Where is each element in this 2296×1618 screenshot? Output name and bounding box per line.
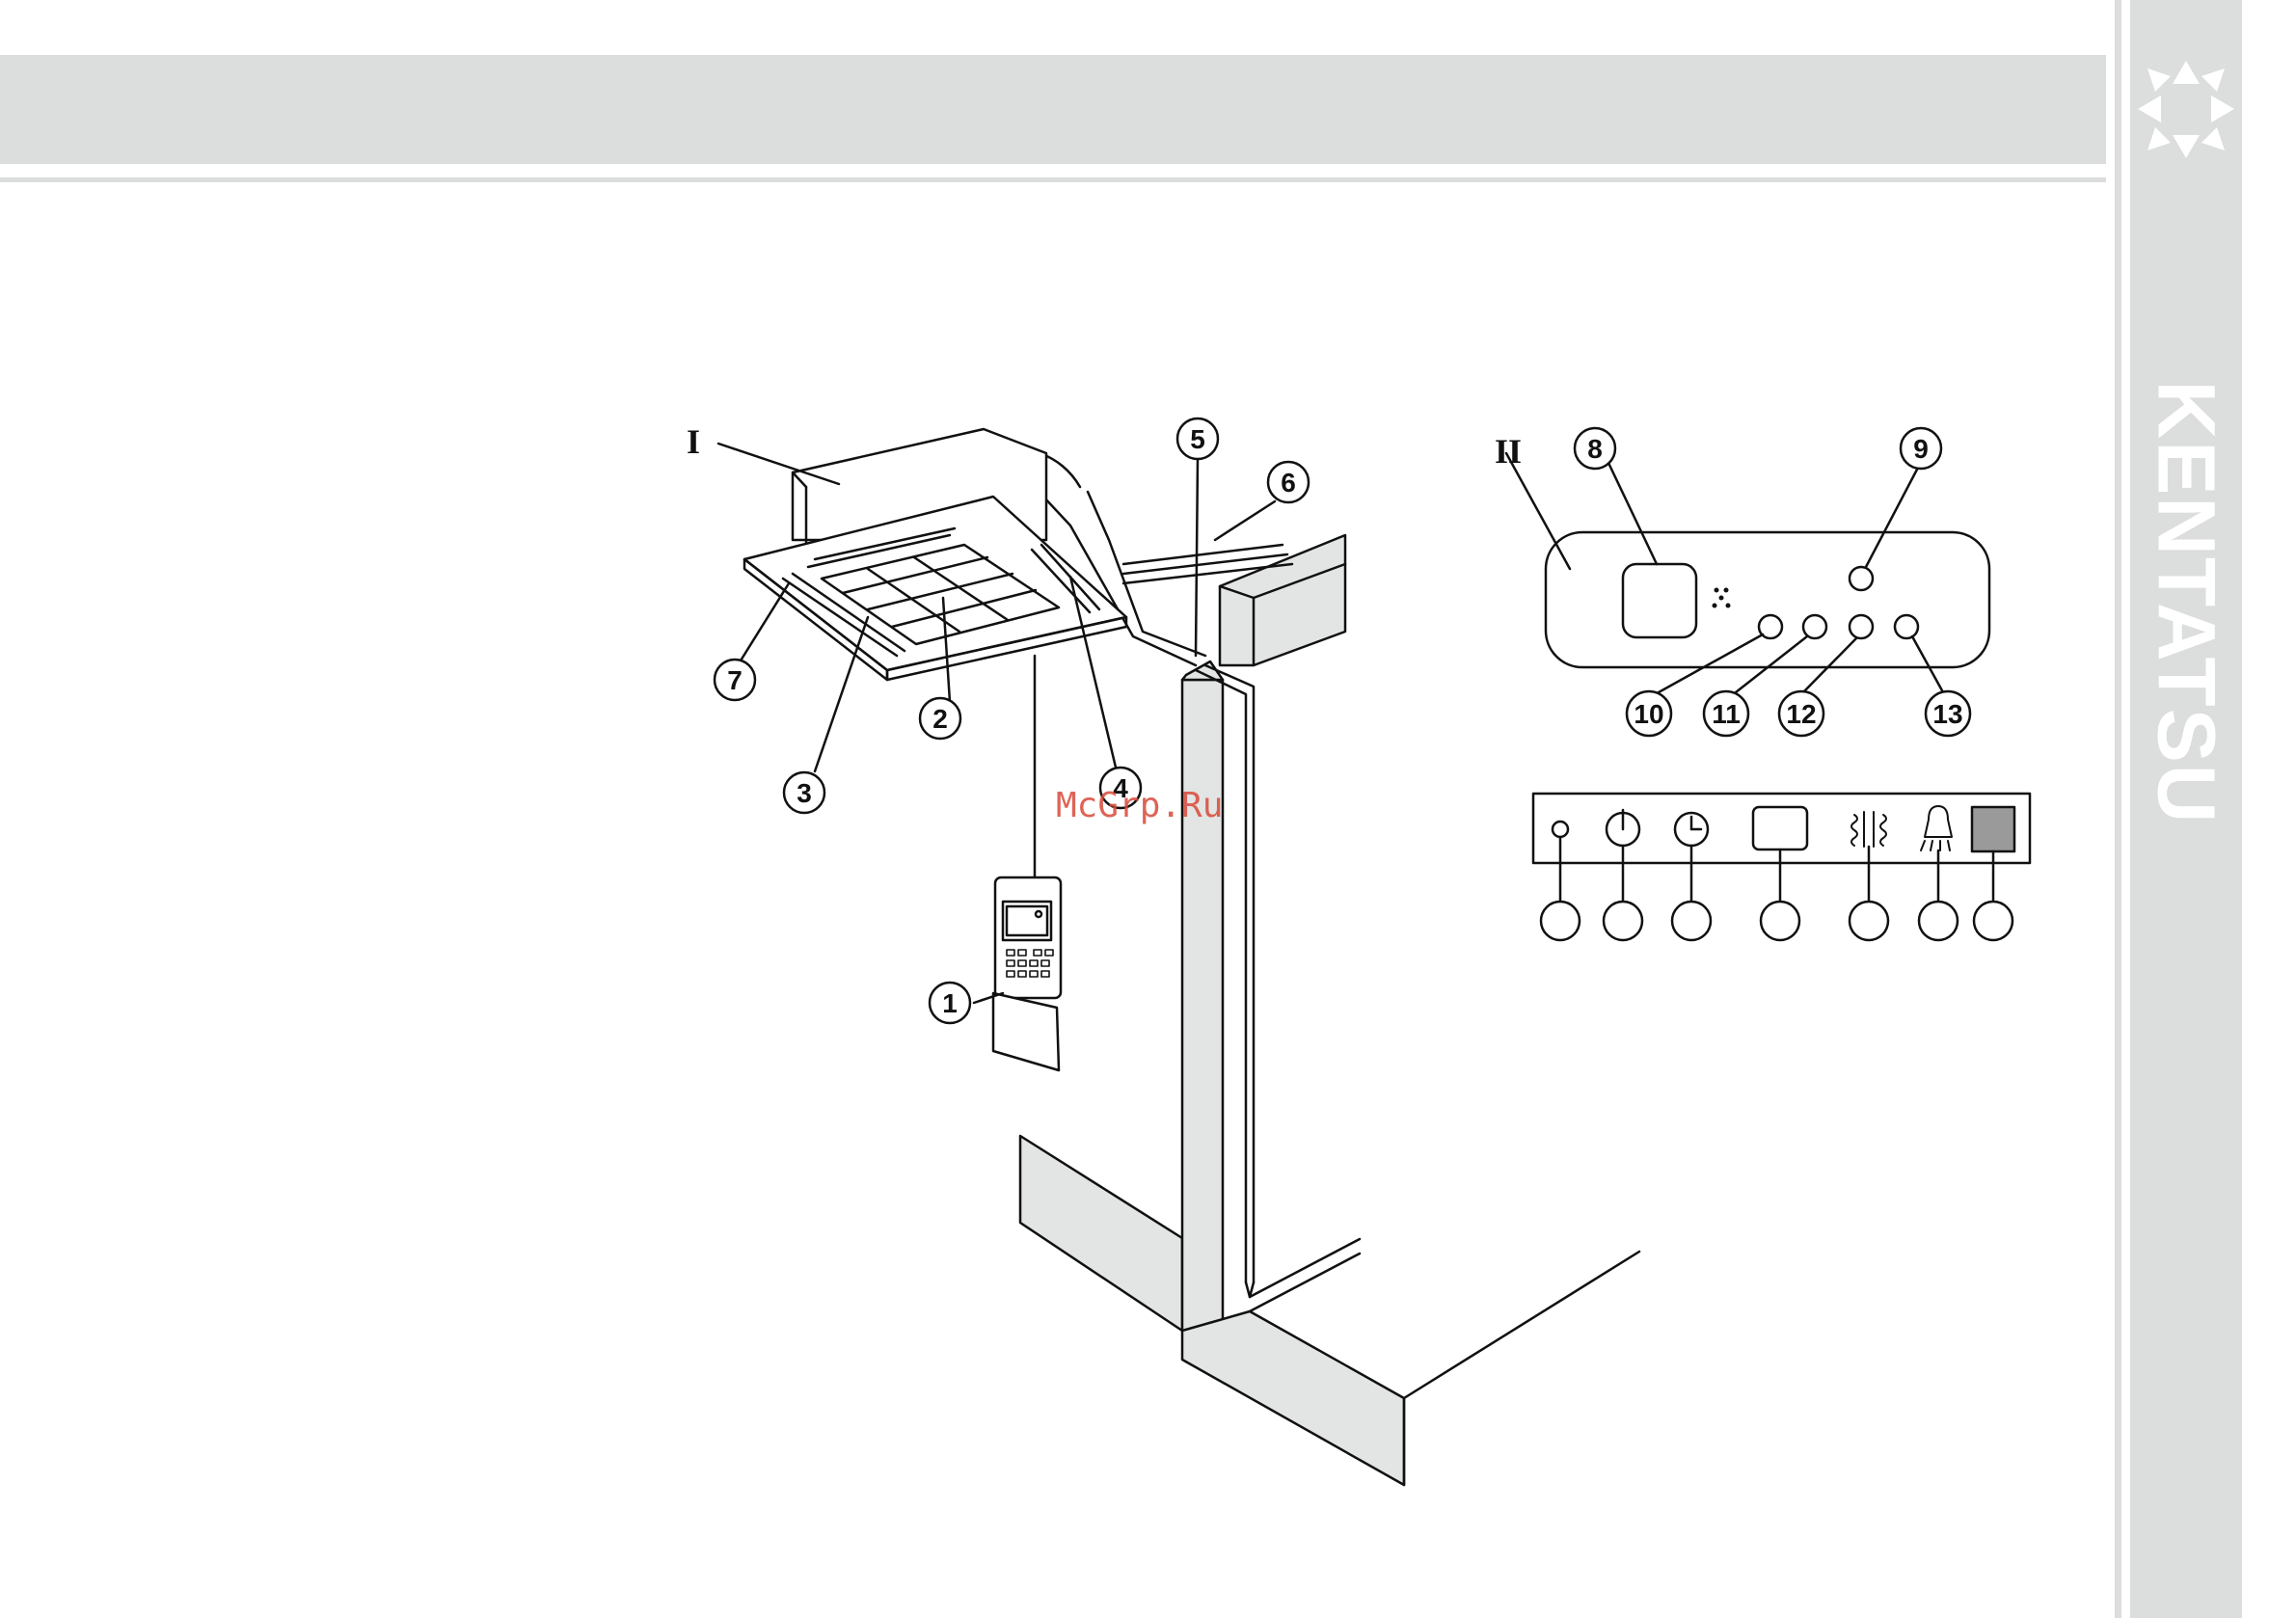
callout-12: 12 (1786, 699, 1816, 729)
strip-callout (1672, 902, 1711, 940)
wall-column (1182, 680, 1223, 1331)
remote-controller (993, 877, 1061, 1070)
callout-7: 7 (727, 665, 743, 695)
callout-9: 9 (1913, 434, 1929, 464)
wall-face-left (1020, 1136, 1182, 1331)
callout-8: 8 (1587, 434, 1603, 464)
brand-vertical: KENTATSU (2130, 395, 2242, 810)
callout-3: 3 (797, 778, 812, 808)
floor-face (1182, 1311, 1404, 1485)
brand-name: KENTATSU (2140, 381, 2233, 825)
strip-callout (1761, 902, 1799, 940)
callout-6: 6 (1281, 468, 1296, 498)
watermark-text: McGrp.Ru (1056, 786, 1223, 825)
callout-5: 5 (1190, 424, 1205, 454)
side-rule (2115, 0, 2121, 1618)
figure-roman-ii: II (1495, 432, 1522, 471)
wall-base-line (1250, 1254, 1360, 1311)
callout-11: 11 (1712, 699, 1741, 729)
strip-callout (1541, 902, 1580, 940)
callout-1: 1 (942, 988, 958, 1018)
display-receiver-window (1623, 564, 1696, 637)
callout-10: 10 (1634, 699, 1663, 729)
display-panel-outline (1546, 532, 1989, 667)
receiver-window (1972, 807, 2014, 851)
figure-roman-i: I (687, 422, 700, 461)
callout-13: 13 (1932, 699, 1962, 729)
callout-2: 2 (932, 704, 948, 734)
strip-callout (1604, 902, 1642, 940)
strip-callout (1974, 902, 2012, 940)
strip-callout (1850, 902, 1888, 940)
brand-logo-icon (2130, 55, 2242, 164)
strip-callout (1919, 902, 1958, 940)
